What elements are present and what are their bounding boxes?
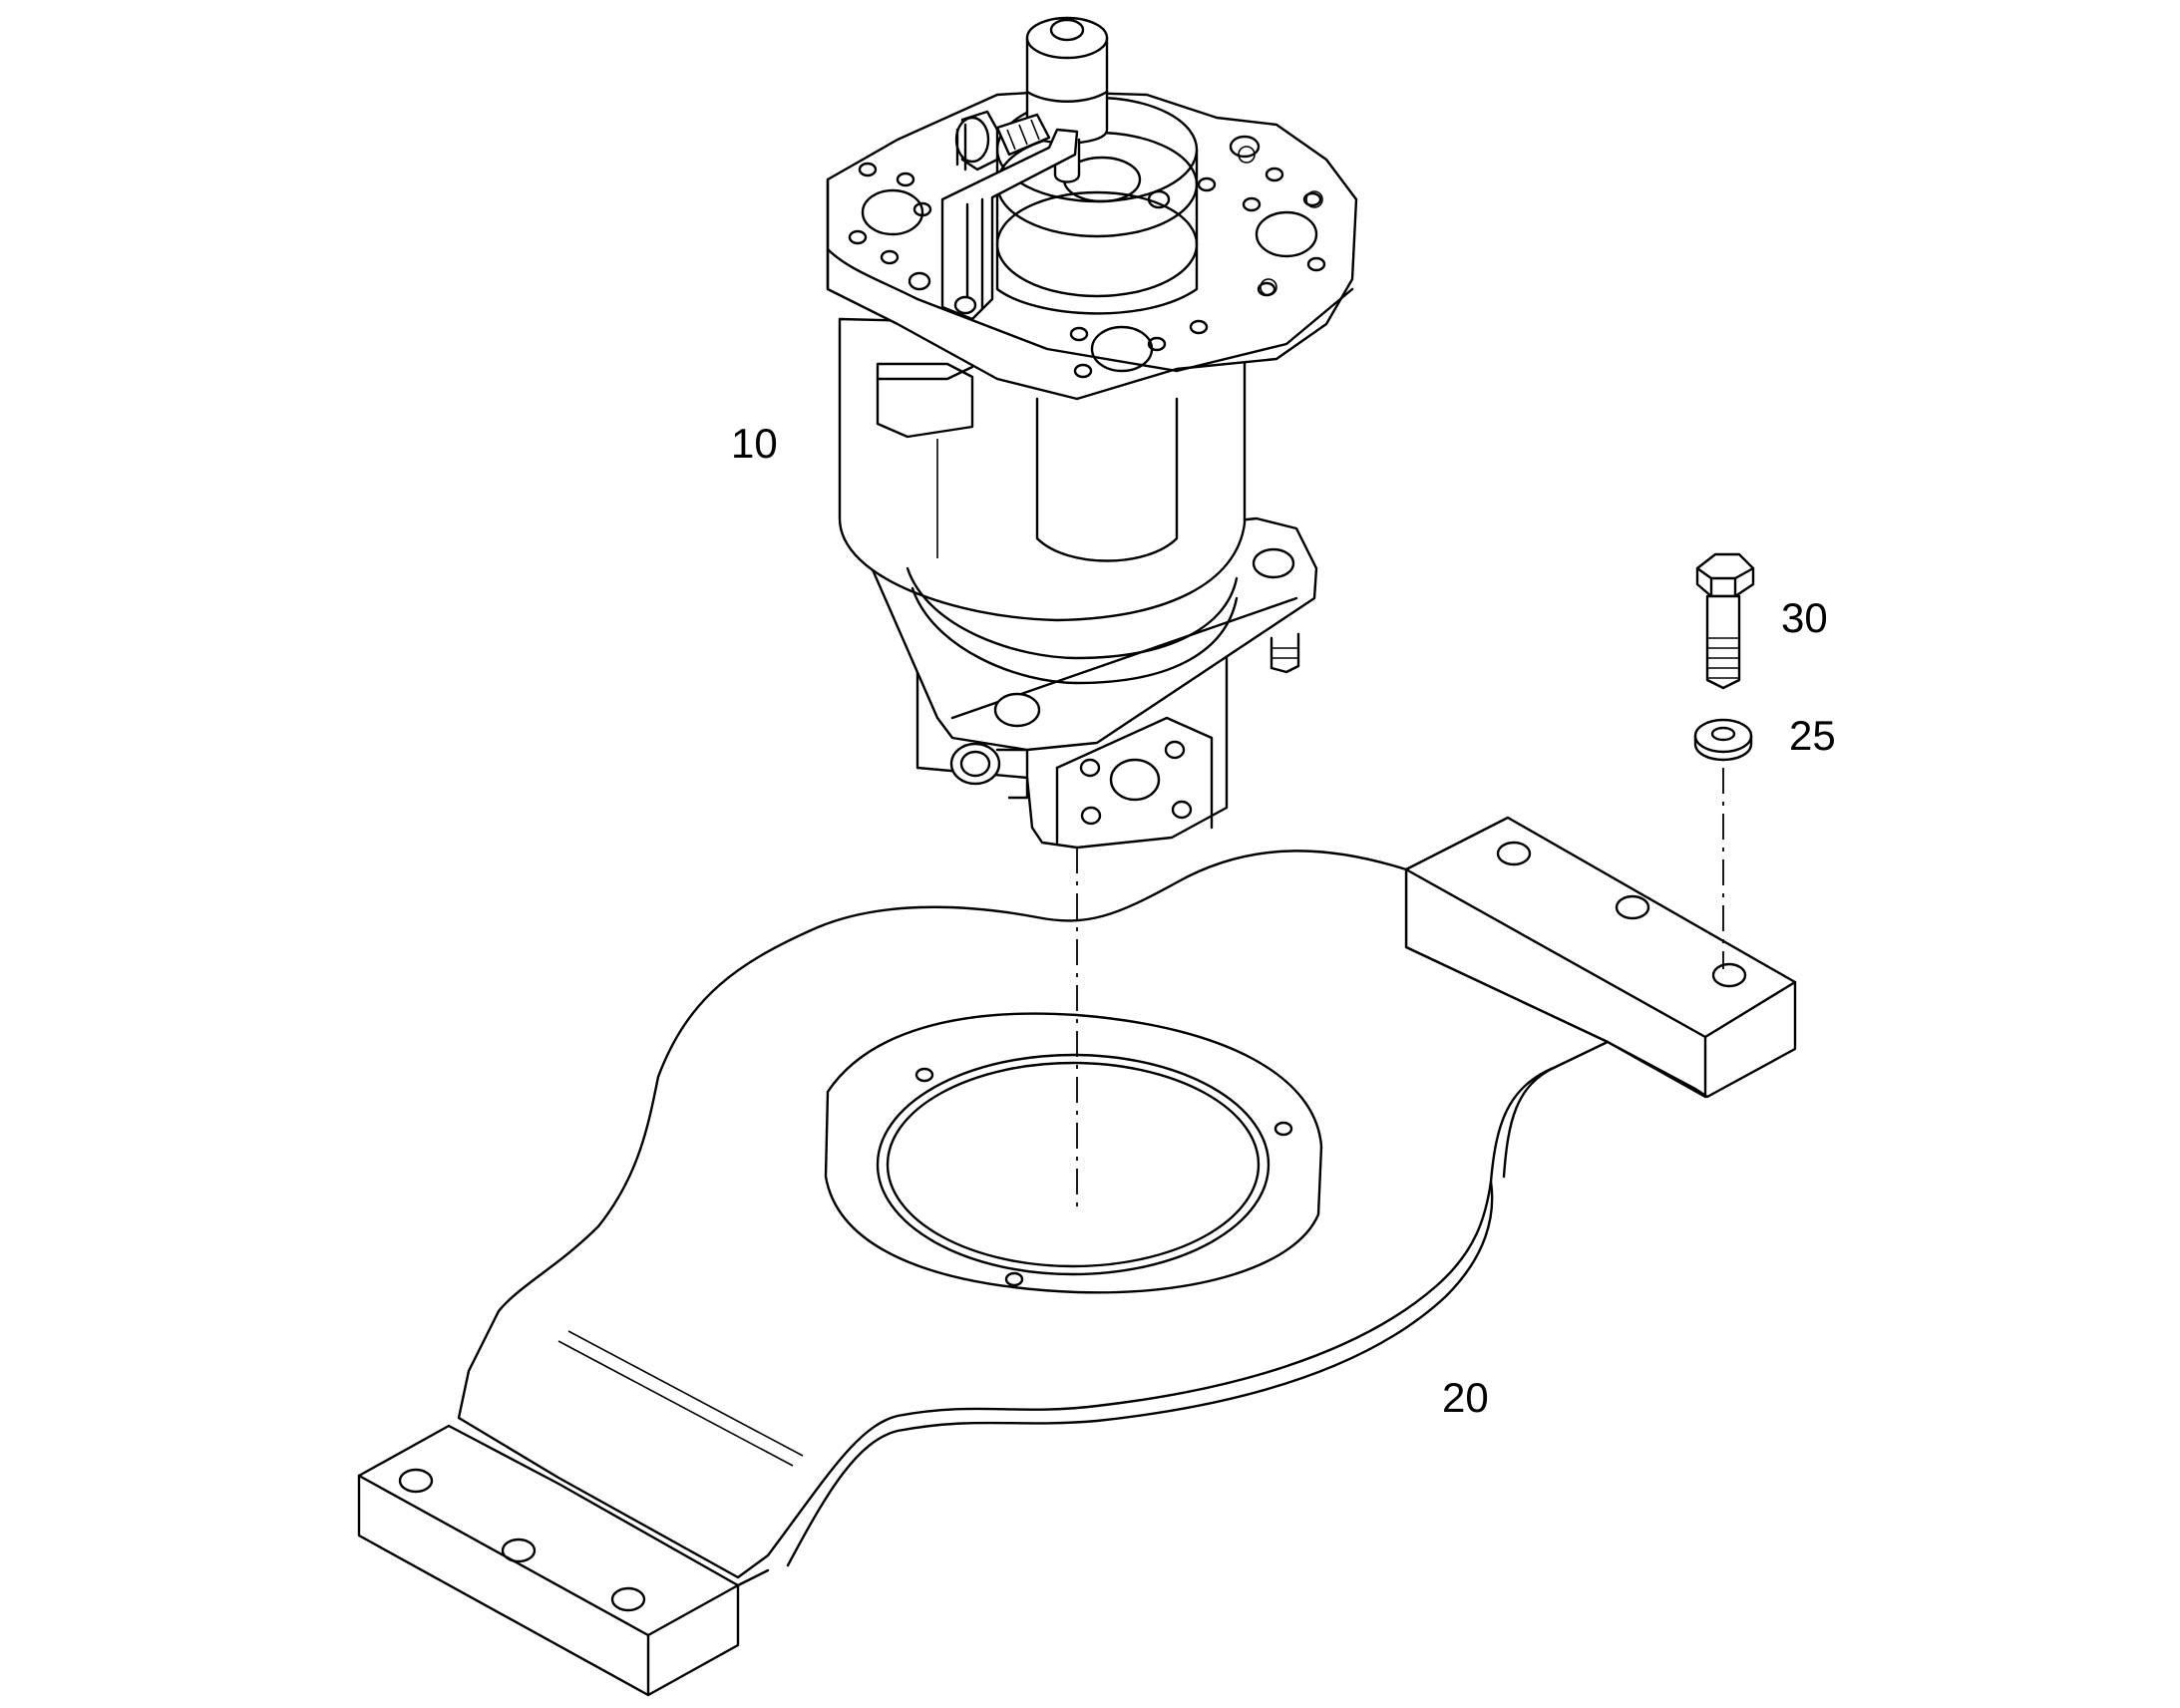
hex-bolt-drawing [1695,552,1755,690]
washer-drawing [1693,718,1753,762]
housing-assembly-drawing [826,16,1358,850]
callout-base-plate: 20 [1442,1374,1489,1421]
callout-washer: 25 [1789,712,1836,759]
callout-housing: 10 [731,420,778,467]
callout-bolt: 30 [1781,594,1828,641]
base-plate-drawing [357,816,1797,1697]
